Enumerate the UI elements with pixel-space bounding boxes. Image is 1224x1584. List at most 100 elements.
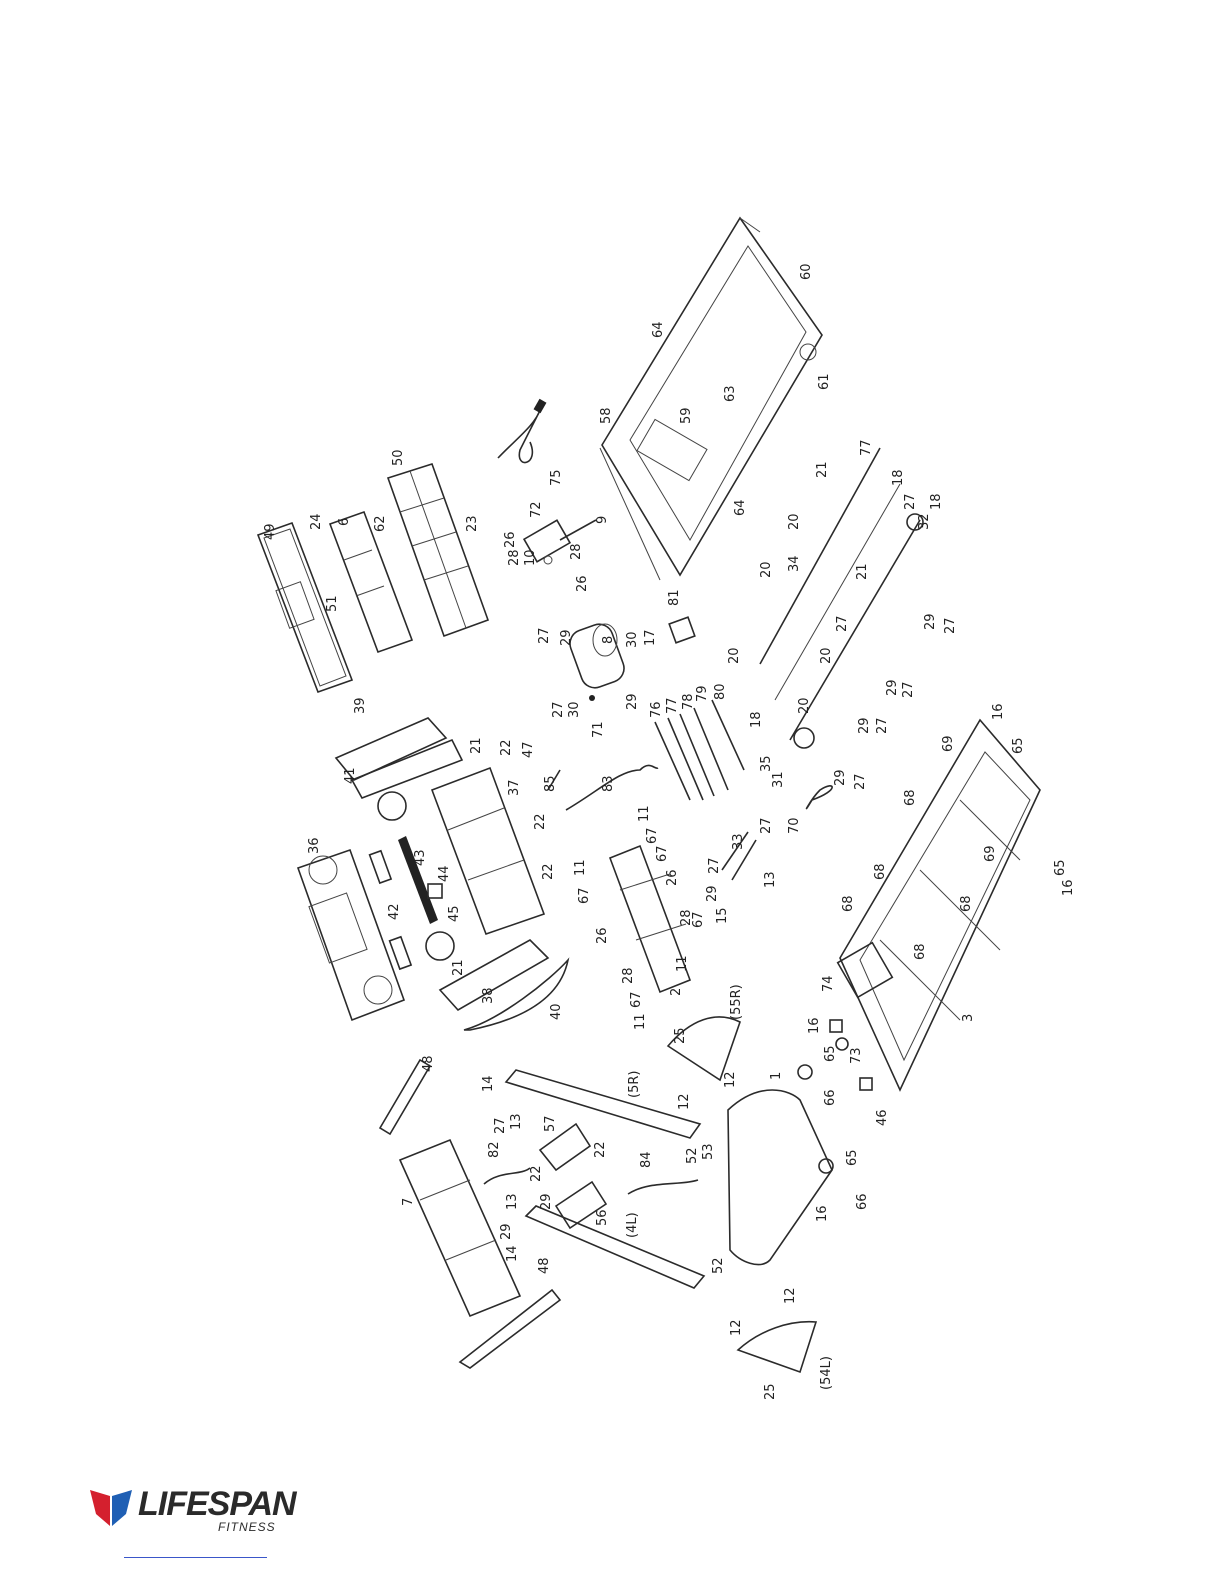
running-deck-frame <box>599 216 823 581</box>
part-label: 6 <box>337 518 352 526</box>
part-label: 67 <box>655 845 670 862</box>
part-label: 25 <box>763 1383 778 1400</box>
part-label: 62 <box>373 515 388 532</box>
part-label: 10 <box>523 549 538 566</box>
part-label: 20 <box>759 561 774 578</box>
upright-left <box>524 1205 706 1289</box>
part-label: 69 <box>941 735 956 752</box>
part-label: 32 <box>917 513 932 530</box>
part-label: 27 <box>707 857 722 874</box>
drive-belt <box>805 785 833 810</box>
part-label: 22 <box>499 739 514 756</box>
part-label: 76 <box>649 701 664 718</box>
part-label: 26 <box>665 869 680 886</box>
footer-underline <box>124 1557 267 1558</box>
brand-name: LIFESPAN <box>138 1485 297 1523</box>
part-label: 27 <box>901 681 916 698</box>
part-label: 50 <box>391 449 406 466</box>
part-label: 39 <box>353 697 368 714</box>
part-label: 28 <box>621 967 636 984</box>
part-label: 66 <box>855 1193 870 1210</box>
console-top-cover <box>256 521 354 694</box>
part-label: 53 <box>701 1143 716 1160</box>
part-label: 71 <box>591 721 606 738</box>
part-label: 52 <box>711 1257 726 1274</box>
part-label: 69 <box>983 845 998 862</box>
wire-harnesses <box>483 1167 699 1195</box>
part-label: 27 <box>903 493 918 510</box>
part-label: 16 <box>807 1017 822 1034</box>
part-label: 37 <box>507 779 522 796</box>
part-label: 45 <box>447 905 462 922</box>
part-label: 29 <box>559 629 574 646</box>
part-label: 8 <box>601 636 616 644</box>
drive-motor <box>569 623 625 701</box>
rear-roller-assembly <box>759 447 924 749</box>
part-label: 12 <box>783 1287 798 1304</box>
cable-bundle <box>547 699 745 811</box>
part-labels: 49 24 6 62 50 51 23 75 58 59 63 64 64 60… <box>263 263 1076 1400</box>
part-label: 11 <box>675 955 690 972</box>
base-frame <box>836 718 1041 1092</box>
part-label: 56 <box>595 1209 610 1226</box>
part-label: 80 <box>713 683 728 700</box>
part-label: 31 <box>771 771 786 788</box>
part-label: 27 <box>759 817 774 834</box>
part-label: 27 <box>875 717 890 734</box>
part-label: 68 <box>913 943 928 960</box>
part-label: (55R) <box>729 984 744 1020</box>
part-label: 23 <box>465 515 480 532</box>
part-label: 68 <box>841 895 856 912</box>
part-label: 22 <box>541 863 556 880</box>
part-label: 26 <box>575 575 590 592</box>
part-label: 72 <box>529 501 544 518</box>
part-label: 25 <box>673 1027 688 1044</box>
console-grid-housing <box>386 463 490 638</box>
part-label: 44 <box>437 865 452 882</box>
part-label: 29 <box>923 613 938 630</box>
part-label: 27 <box>835 615 850 632</box>
console-front-panel <box>296 848 406 1022</box>
part-label: 61 <box>817 373 832 390</box>
lifespan-logo: LIFESPAN FITNESS <box>88 1484 298 1534</box>
part-label: 67 <box>645 827 660 844</box>
part-label: 24 <box>309 513 324 530</box>
part-label: 12 <box>723 1071 738 1088</box>
part-label: 21 <box>469 737 484 754</box>
part-label: 67 <box>629 991 644 1008</box>
base-hardware <box>829 1019 873 1091</box>
part-label: 29 <box>705 885 720 902</box>
part-label: 18 <box>749 711 764 728</box>
part-label: 40 <box>549 1003 564 1020</box>
part-label: 65 <box>1011 737 1026 754</box>
part-label: 42 <box>387 903 402 920</box>
part-label: 60 <box>799 263 814 280</box>
part-label: 15 <box>715 907 730 924</box>
part-label: 28 <box>507 549 522 566</box>
part-label: 66 <box>823 1089 838 1106</box>
part-label: 20 <box>727 647 742 664</box>
part-label: 16 <box>991 703 1006 720</box>
incline-link <box>721 831 757 881</box>
part-label: 17 <box>643 629 658 646</box>
part-label: 83 <box>601 775 616 792</box>
part-label: 11 <box>573 859 588 876</box>
part-label: 82 <box>487 1141 502 1158</box>
part-label: 73 <box>849 1047 864 1064</box>
part-label: 34 <box>787 555 802 572</box>
part-label: 57 <box>543 1115 558 1132</box>
part-label: 74 <box>821 975 836 992</box>
part-label: 52 <box>685 1147 700 1164</box>
part-label: 14 <box>481 1075 496 1092</box>
part-label: 43 <box>413 849 428 866</box>
part-label: 48 <box>537 1257 552 1274</box>
part-label: 27 <box>493 1117 508 1134</box>
part-label: 14 <box>505 1245 520 1262</box>
part-label: 59 <box>679 407 694 424</box>
part-label: 9 <box>595 516 610 524</box>
part-label: 78 <box>681 693 696 710</box>
lifespan-shield-icon <box>90 1490 132 1526</box>
part-label: 81 <box>667 589 682 606</box>
upright-covers <box>538 1016 818 1374</box>
